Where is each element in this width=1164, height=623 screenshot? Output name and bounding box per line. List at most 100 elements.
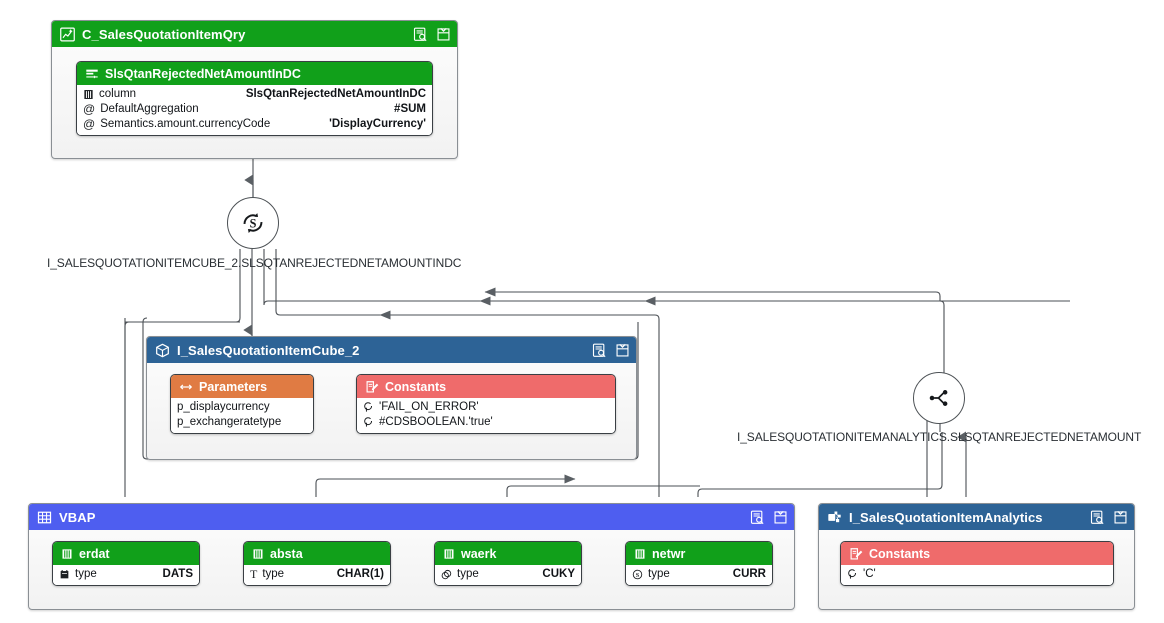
card-row: p_displaycurrency <box>177 400 307 415</box>
analytics-constants-card-title: Constants <box>869 546 931 561</box>
vbap-table-header[interactable]: VBAP <box>29 504 794 530</box>
field-card-header[interactable]: netwr <box>626 542 772 565</box>
card-row: @ DefaultAggregation #SUM <box>83 102 426 117</box>
field-card-rows: T type CHAR(1) <box>244 565 390 585</box>
row-label: #CDSBOOLEAN.'true' <box>379 416 493 428</box>
inspect-icon[interactable] <box>1090 510 1105 525</box>
cube-constants-card-title: Constants <box>385 379 447 394</box>
measure-card-slsqtanrejectednetamountindc[interactable]: SlsQtanRejectedNetAmountInDC column SlsQ… <box>76 61 433 136</box>
row-value: DATS <box>162 568 193 580</box>
card-row: 'FAIL_ON_ERROR' <box>363 400 609 415</box>
svg-text:S: S <box>250 217 257 231</box>
cube-constants-card-rows: 'FAIL_ON_ERROR' #CDSBOOLEAN.'true' <box>357 398 615 433</box>
row-label: type <box>75 568 97 580</box>
parameters-card-rows: p_displaycurrency p_exchangeratetype <box>171 398 313 433</box>
row-value: CUKY <box>542 568 575 580</box>
field-card-absta[interactable]: absta T type CHAR(1) <box>243 541 391 586</box>
card-row: column SlsQtanRejectedNetAmountInDC <box>83 87 426 102</box>
analytical-query-icon <box>60 27 75 42</box>
constant-icon <box>847 569 858 580</box>
card-row: 'C' <box>847 567 1107 582</box>
svg-text:S: S <box>636 572 640 579</box>
field-card-netwr[interactable]: netwr S type CURR <box>625 541 773 586</box>
column-icon <box>83 89 94 100</box>
node-cube-view[interactable]: I_SalesQuotationItemCube_2 <box>146 336 637 460</box>
row-label: p_exchangeratetype <box>177 416 282 428</box>
collapse-icon[interactable] <box>615 343 630 358</box>
column-icon <box>61 548 73 560</box>
cube-view-title: I_SalesQuotationItemCube_2 <box>177 342 360 358</box>
measure-icon <box>85 67 99 81</box>
row-label: type <box>262 568 285 580</box>
field-card-title: absta <box>270 546 303 561</box>
constants-icon <box>365 380 379 394</box>
junction-currency-conversion[interactable]: S <box>227 197 279 249</box>
row-value: CHAR(1) <box>336 568 384 580</box>
inspect-icon[interactable] <box>413 27 428 42</box>
edge-label-analytics-measure: I_SALESQUOTATIONITEMANALYTICS.SLSQTANREJ… <box>737 430 1142 444</box>
collapse-icon[interactable] <box>436 27 451 42</box>
field-card-erdat[interactable]: erdat type DATS <box>52 541 200 586</box>
measure-card-rows: column SlsQtanRejectedNetAmountInDC @ De… <box>77 85 432 135</box>
table-icon <box>37 510 52 525</box>
parameters-icon <box>179 380 193 394</box>
field-card-rows: S type CURR <box>626 565 772 585</box>
row-value: 'DisplayCurrency' <box>329 118 426 130</box>
field-card-title: netwr <box>652 546 686 561</box>
field-card-header[interactable]: absta <box>244 542 390 565</box>
cube-icon <box>155 343 170 358</box>
node-query-view[interactable]: C_SalesQuotationItemQry <box>51 20 458 159</box>
analytics-constants-card-header[interactable]: Constants <box>841 542 1113 565</box>
row-label: Semantics.amount.currencyCode <box>100 118 271 130</box>
field-card-header[interactable]: erdat <box>53 542 199 565</box>
field-card-title: erdat <box>79 546 110 561</box>
annotation-icon: @ <box>83 102 96 116</box>
row-value: CURR <box>732 568 766 580</box>
cube-constants-card[interactable]: Constants 'FAIL_ON_ERROR' <box>356 374 616 434</box>
parameters-card-header[interactable]: Parameters <box>171 375 313 398</box>
analytics-view-icon <box>827 510 842 525</box>
vbap-table-title: VBAP <box>59 509 96 525</box>
row-label: 'C' <box>863 568 876 580</box>
junction-split[interactable] <box>913 372 965 424</box>
node-analytics-view[interactable]: I_SalesQuotationItemAnalytics <box>818 503 1135 610</box>
cube-view-header[interactable]: I_SalesQuotationItemCube_2 <box>147 337 636 363</box>
field-card-rows: type CUKY <box>435 565 581 585</box>
card-row: type CUKY <box>441 567 575 582</box>
annotation-icon: @ <box>83 117 96 131</box>
node-vbap-table[interactable]: VBAP <box>28 503 795 610</box>
parameters-card[interactable]: Parameters p_displaycurrency p_exchanger… <box>170 374 314 434</box>
field-card-title: waerk <box>461 546 497 561</box>
text-icon: T <box>250 567 258 581</box>
cube-constants-card-header[interactable]: Constants <box>357 375 615 398</box>
card-row: S type CURR <box>632 567 766 582</box>
collapse-icon[interactable] <box>1113 510 1128 525</box>
constant-icon <box>363 402 374 413</box>
card-row: type DATS <box>59 567 193 582</box>
analytics-constants-card-rows: 'C' <box>841 565 1113 585</box>
analytics-view-title: I_SalesQuotationItemAnalytics <box>849 509 1043 525</box>
query-view-header[interactable]: C_SalesQuotationItemQry <box>52 21 457 47</box>
card-row: #CDSBOOLEAN.'true' <box>363 415 609 430</box>
measure-card-header[interactable]: SlsQtanRejectedNetAmountInDC <box>77 62 432 85</box>
measure-card-title: SlsQtanRejectedNetAmountInDC <box>105 66 301 81</box>
inspect-icon[interactable] <box>750 510 765 525</box>
row-label: 'FAIL_ON_ERROR' <box>379 401 479 413</box>
collapse-icon[interactable] <box>773 510 788 525</box>
card-row: p_exchangeratetype <box>177 415 307 430</box>
currency-conversion-icon: S <box>238 208 268 238</box>
share-split-icon <box>925 384 953 412</box>
card-row: T type CHAR(1) <box>250 567 384 582</box>
analytics-constants-card[interactable]: Constants 'C' <box>840 541 1114 586</box>
inspect-icon[interactable] <box>592 343 607 358</box>
row-label: type <box>457 568 479 580</box>
date-icon <box>59 569 70 580</box>
field-card-rows: type DATS <box>53 565 199 585</box>
field-card-waerk[interactable]: waerk type CUKY <box>434 541 582 586</box>
field-card-header[interactable]: waerk <box>435 542 581 565</box>
edge-label-cube-measure: I_SALESQUOTATIONITEMCUBE_2.SLSQTANREJECT… <box>47 256 462 270</box>
row-value: #SUM <box>394 103 426 115</box>
constant-icon <box>363 417 374 428</box>
analytics-view-header[interactable]: I_SalesQuotationItemAnalytics <box>819 504 1134 530</box>
